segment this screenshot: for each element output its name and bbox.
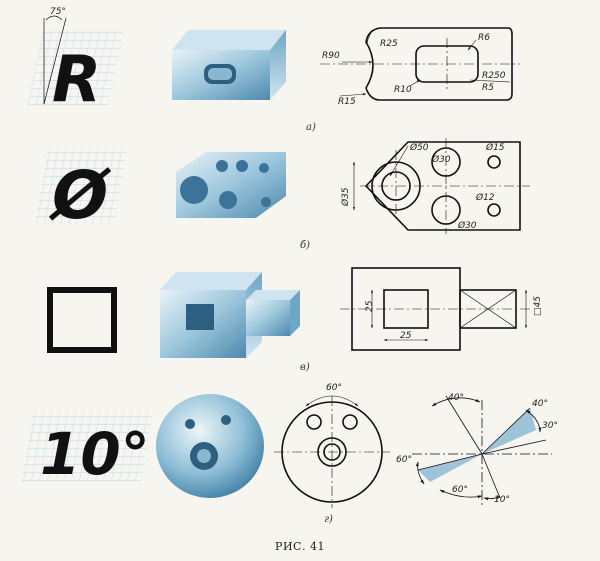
drawing-d-angles <box>412 395 552 506</box>
solid-block-shaft <box>160 272 300 358</box>
dim-d30-bottom: Ø30 <box>457 220 477 231</box>
symbol-degree: 10° <box>40 420 150 488</box>
symbol-square-panel: □ <box>0 0 117 353</box>
drawing-c <box>340 267 530 351</box>
dim-r90: R90 <box>322 51 340 61</box>
dim-d15: Ø15 <box>485 142 505 153</box>
dim-r15: R15 <box>338 97 356 107</box>
dim-r25: R25 <box>380 39 398 49</box>
solid-disc <box>156 394 264 498</box>
dim-25-horizontal: 25 <box>400 331 412 341</box>
row-c: □ 25 25 □45 в) <box>0 0 543 373</box>
dim-r10: R10 <box>394 85 412 95</box>
row-d: 10° 60° <box>21 383 558 525</box>
row-label-d: г) <box>324 514 333 525</box>
dim-60-top: 40° <box>448 393 464 403</box>
dim-60-bottom: 60° <box>452 485 468 495</box>
symbol-diameter: Ø <box>48 157 112 234</box>
row-label-b: б) <box>300 240 310 251</box>
dim-d12: Ø12 <box>475 192 495 203</box>
drawing-d-circle <box>274 395 390 508</box>
dim-40-right: 40° <box>532 399 548 409</box>
symbol-diameter-panel: Ø <box>34 150 128 234</box>
row-a: 75° R R25 R6 R90 R10 R250 R5 <box>27 7 520 133</box>
dim-d30-top: Ø30 <box>431 154 451 165</box>
drawing-b <box>352 138 530 234</box>
angle-label: 75° <box>50 7 66 17</box>
dim-d50: Ø50 <box>409 142 429 153</box>
row-label-a: а) <box>306 122 316 133</box>
symbol-r: R <box>52 43 101 117</box>
dim-d35: Ø35 <box>340 187 351 207</box>
drawing-a <box>320 27 520 101</box>
dim-30-right: 30° <box>542 421 558 431</box>
dim-60-top-circle: 60° <box>326 383 342 393</box>
row-label-c: в) <box>300 362 310 373</box>
dim-40-left: 60° <box>396 455 412 465</box>
row-b: Ø Ø50 Ø30 Ø15 Ø35 Ø12 <box>34 138 530 251</box>
solid-plate-holes <box>176 152 286 218</box>
solid-block-slot <box>172 30 286 100</box>
symbol-r-panel: 75° R <box>27 7 124 117</box>
dim-r250: R250 <box>482 71 506 81</box>
figure-caption: РИС. 41 <box>275 540 325 553</box>
dim-square45: □45 <box>533 296 543 316</box>
dim-r6: R6 <box>478 33 490 43</box>
dim-25-vertical: 25 <box>365 300 375 312</box>
dim-r5: R5 <box>482 83 494 93</box>
symbol-square: □ <box>0 0 1 1</box>
symbol-degree-panel: 10° <box>21 410 154 488</box>
dim-10-bottom: 10° <box>494 495 510 505</box>
